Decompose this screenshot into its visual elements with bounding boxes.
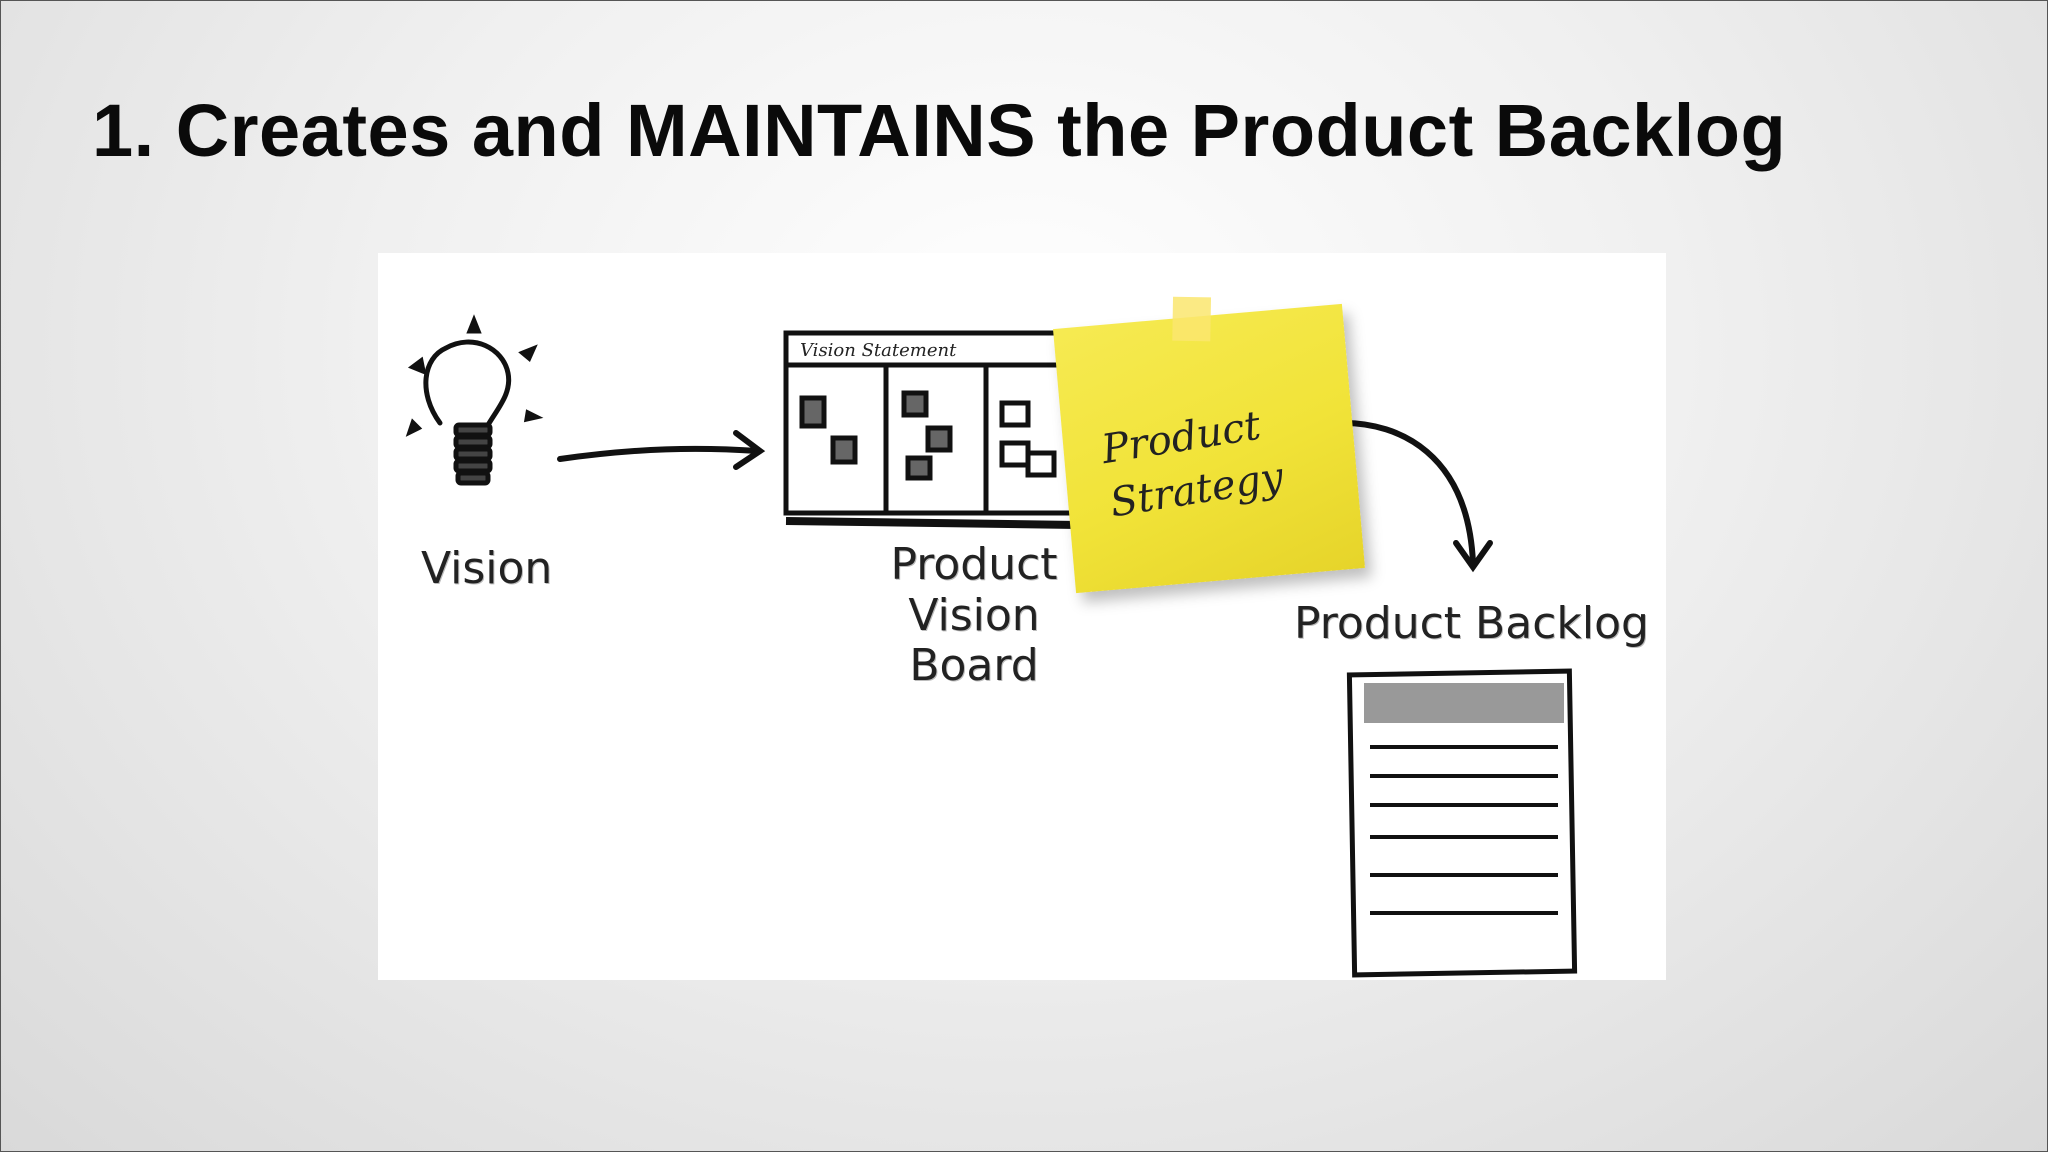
diagram-panel: Vision Statement Vision Product Vision B…	[378, 253, 1666, 980]
lightbulb-icon	[405, 314, 544, 486]
slide-title: 1. Creates and MAINTAINS the Product Bac…	[92, 89, 1787, 172]
diagram-drawing: Vision Statement	[405, 314, 1578, 978]
vision-label: Vision	[421, 543, 553, 594]
board-header-text: Vision Statement	[800, 340, 957, 361]
sticky-note: Product Strategy	[1053, 296, 1365, 594]
backlog-document-icon	[1346, 668, 1578, 978]
arrow-to-board	[557, 430, 766, 470]
product-backlog-label: Product Backlog	[1294, 598, 1649, 649]
sticky-note-text: Product Strategy	[1098, 402, 1287, 527]
vision-board-label: Product Vision Board	[890, 539, 1058, 692]
vision-board-icon	[783, 330, 1089, 529]
arrow-to-backlog	[1341, 420, 1493, 573]
tape-icon	[1172, 296, 1212, 342]
